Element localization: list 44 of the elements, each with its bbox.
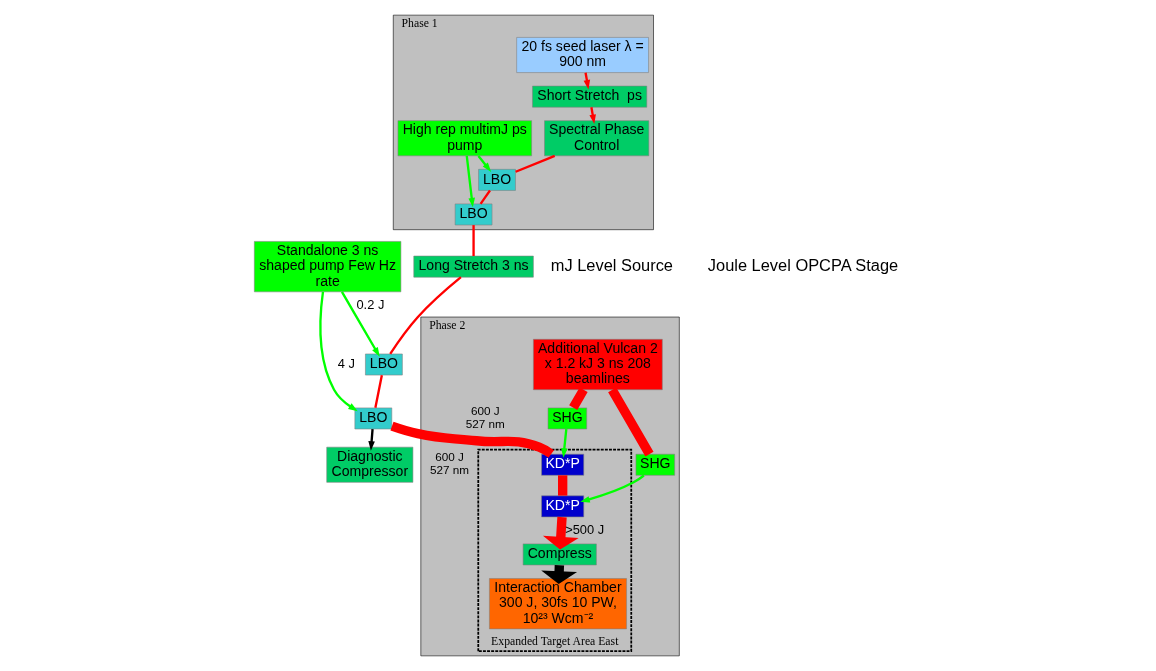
node-label: 600 J bbox=[434, 450, 464, 464]
node-box: Interaction Chamber 300 J, 30fs 10 PW, 10²³ Wcm⁻² bbox=[488, 578, 627, 630]
node-box: Diagnostic Compressor bbox=[325, 446, 413, 483]
node-box: KD*P bbox=[540, 495, 584, 518]
arrow bbox=[367, 428, 375, 451]
node-box: Spectral Phase Control bbox=[543, 120, 649, 157]
arrow bbox=[318, 291, 358, 412]
arrow bbox=[579, 474, 645, 503]
edge-label: >500 J bbox=[564, 521, 604, 537]
node-box: Long Stretch 3 ns bbox=[413, 255, 534, 278]
edge-label: 0.2 J bbox=[355, 296, 384, 312]
connector bbox=[389, 421, 554, 458]
label: Joule Level OPCPA Stage bbox=[707, 255, 898, 274]
connector bbox=[373, 375, 383, 408]
node-label: 527 nm bbox=[465, 416, 505, 430]
edge-label: 4 J bbox=[337, 355, 355, 371]
connector bbox=[514, 154, 555, 173]
arrow bbox=[560, 428, 568, 458]
node-box: SHG bbox=[635, 453, 675, 476]
label: mJ Level Source bbox=[550, 255, 673, 274]
node-box: Additional Vulcan 2 x 1.2 kJ 3 ns 208 beamlines bbox=[532, 339, 663, 390]
connector bbox=[388, 276, 462, 355]
node-box: LBO bbox=[354, 407, 392, 430]
node-box: Compress bbox=[522, 543, 597, 566]
arrow bbox=[340, 291, 380, 357]
connector bbox=[479, 189, 491, 205]
node-box: LBO bbox=[364, 353, 403, 376]
node-box: Short Stretch ps bbox=[531, 85, 647, 108]
node-box: KD*P bbox=[540, 453, 584, 476]
node-box: 20 fs seed laser λ = 900 nm bbox=[515, 37, 649, 73]
node-box: Standalone 3 ns shaped pump Few Hz rate bbox=[253, 241, 401, 293]
connector bbox=[471, 225, 475, 256]
node-label: 527 nm bbox=[429, 463, 469, 477]
node-label: 600 J bbox=[470, 403, 500, 417]
connector bbox=[607, 387, 653, 457]
node-box: High rep multimJ ps pump bbox=[397, 120, 532, 157]
node-box: LBO bbox=[454, 203, 492, 226]
connector bbox=[557, 475, 567, 496]
connector bbox=[568, 387, 588, 411]
node-box: SHG bbox=[547, 407, 587, 430]
arrow bbox=[465, 155, 475, 208]
arrow bbox=[588, 107, 596, 125]
arrow bbox=[542, 516, 579, 550]
node-box: LBO bbox=[477, 169, 516, 191]
